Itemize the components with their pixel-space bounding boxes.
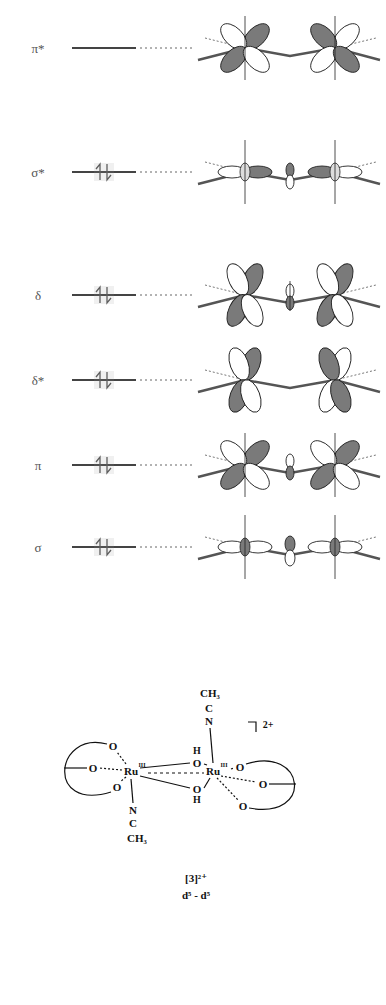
energy-level bbox=[72, 371, 192, 389]
compound-label: d⁵ - d⁵ bbox=[182, 890, 210, 901]
orbital-picture bbox=[198, 16, 380, 80]
atom-label: N bbox=[205, 716, 213, 727]
atom-label: C bbox=[205, 703, 213, 714]
orbital-label: δ bbox=[35, 289, 41, 302]
orbital-picture bbox=[198, 515, 380, 579]
atom-label: 2+ bbox=[263, 720, 274, 730]
orbital-picture bbox=[198, 140, 380, 204]
orbital-label: δ* bbox=[32, 374, 45, 387]
energy-level bbox=[72, 456, 192, 474]
orbital-picture bbox=[198, 433, 380, 497]
atom-label: CH₃ bbox=[127, 833, 147, 844]
atom-label: O bbox=[113, 782, 122, 793]
atom-label: O bbox=[193, 758, 202, 769]
atom-label: H bbox=[193, 746, 201, 756]
atom-label: O bbox=[89, 763, 98, 774]
atom-label: O bbox=[236, 762, 245, 773]
orbital-label: σ bbox=[34, 541, 41, 554]
atom-label: III bbox=[138, 762, 145, 768]
complex-structure bbox=[64, 722, 296, 809]
energy-level bbox=[72, 48, 192, 49]
atom-label: CH₃ bbox=[200, 688, 220, 699]
atom-label: Ru bbox=[206, 766, 220, 777]
orbital-label: π* bbox=[31, 42, 44, 55]
orbital-label: σ* bbox=[31, 166, 45, 179]
atom-label: III bbox=[220, 762, 227, 768]
energy-level bbox=[72, 538, 192, 556]
atom-label: Ru bbox=[124, 766, 138, 777]
atom-label: C bbox=[129, 818, 137, 829]
atom-label: O bbox=[193, 784, 202, 795]
energy-level bbox=[72, 163, 192, 181]
compound-label: [3]²⁺ bbox=[185, 873, 207, 884]
atom-label: H bbox=[193, 795, 201, 805]
orbital-label: π bbox=[35, 459, 42, 472]
atom-label: N bbox=[129, 805, 137, 816]
orbital-picture bbox=[198, 345, 380, 415]
atom-label: O bbox=[259, 779, 268, 790]
energy-level bbox=[72, 286, 192, 304]
atom-label: O bbox=[239, 801, 248, 812]
orbital-picture bbox=[198, 260, 380, 329]
atom-label: O bbox=[109, 741, 118, 752]
